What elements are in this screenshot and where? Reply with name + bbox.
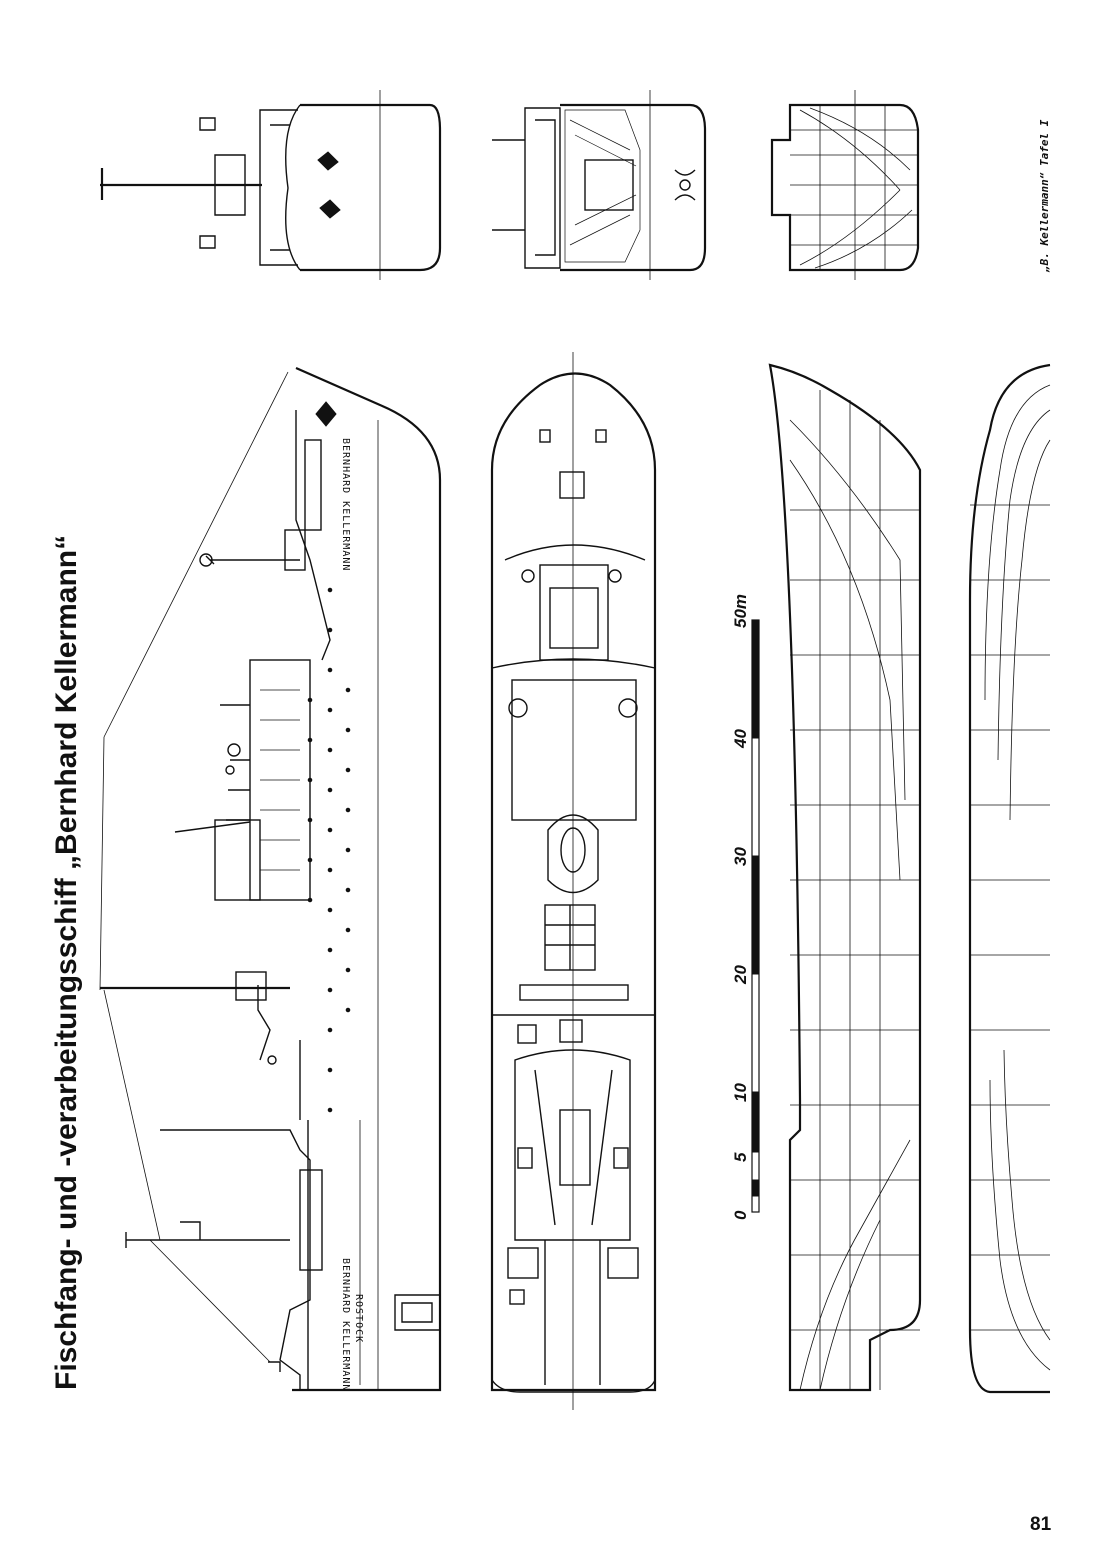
scale-tick-5: 5: [731, 1152, 750, 1162]
rigging-lines: [99, 371, 289, 1363]
bow-name-label: BERNHARD KELLERMANN: [340, 438, 351, 571]
stern-view: [492, 90, 707, 280]
plan-bulkheads: [491, 658, 656, 1016]
scale-tick-10: 10: [731, 1083, 750, 1102]
plan-winches: [508, 429, 638, 718]
stern-name-label: BERNHARD KELLERMANN: [340, 1258, 351, 1391]
side-elevation-view: BERNHARD KELLERMANN BERNHARD KELLERMANN …: [99, 366, 442, 1392]
scale-tick-30: 30: [731, 847, 750, 866]
stern-superstructure: [125, 1129, 323, 1390]
plan-hatch-inner: [549, 587, 599, 649]
scale-bar: 50m 40 30 20 10 5 0: [731, 594, 760, 1220]
plan-funnel-core: [560, 827, 586, 873]
plan-container-racks: [544, 904, 596, 971]
plan-stern-trawl-deck: [507, 1019, 639, 1385]
bow-emblem: [315, 401, 337, 427]
plan-forecastle-edge: [504, 544, 646, 561]
lines-plan-profile: [768, 363, 922, 1392]
plan-deck-strip: [519, 984, 629, 1001]
plan-view: [490, 352, 657, 1410]
plan-midship-deck: [511, 679, 637, 821]
stern-ramp: [394, 1294, 441, 1331]
scale-tick-0: 0: [731, 1210, 750, 1220]
deck-line: [299, 1040, 309, 1390]
stern-port-label: ROSTOCK: [353, 1294, 364, 1343]
plan-hatch-fore: [539, 564, 609, 661]
scale-tick-40: 40: [731, 729, 750, 749]
scale-tick-20: 20: [731, 965, 750, 985]
plan-stern-edge: [491, 1379, 656, 1393]
plan-hull-outline: [490, 372, 657, 1392]
scale-unit-label: 50m: [731, 594, 750, 628]
plate-label: „B. Kellermann“ Tafel I: [1038, 119, 1051, 273]
drawing-title: Fischfang- und -verarbeitungsschiff „Ber…: [50, 535, 83, 1390]
front-view: [100, 90, 442, 280]
bow-superstructure: [199, 410, 331, 661]
portholes: [307, 587, 351, 1113]
body-plan-view: [770, 90, 920, 280]
plan-funnel: [547, 814, 599, 894]
page-number: 81: [1030, 1514, 1052, 1535]
side-hull-outline: [292, 366, 442, 1392]
mid-mast: [100, 971, 290, 1065]
lines-plan-waterlines: [968, 363, 1051, 1394]
bridge-superstructure: [174, 659, 311, 901]
